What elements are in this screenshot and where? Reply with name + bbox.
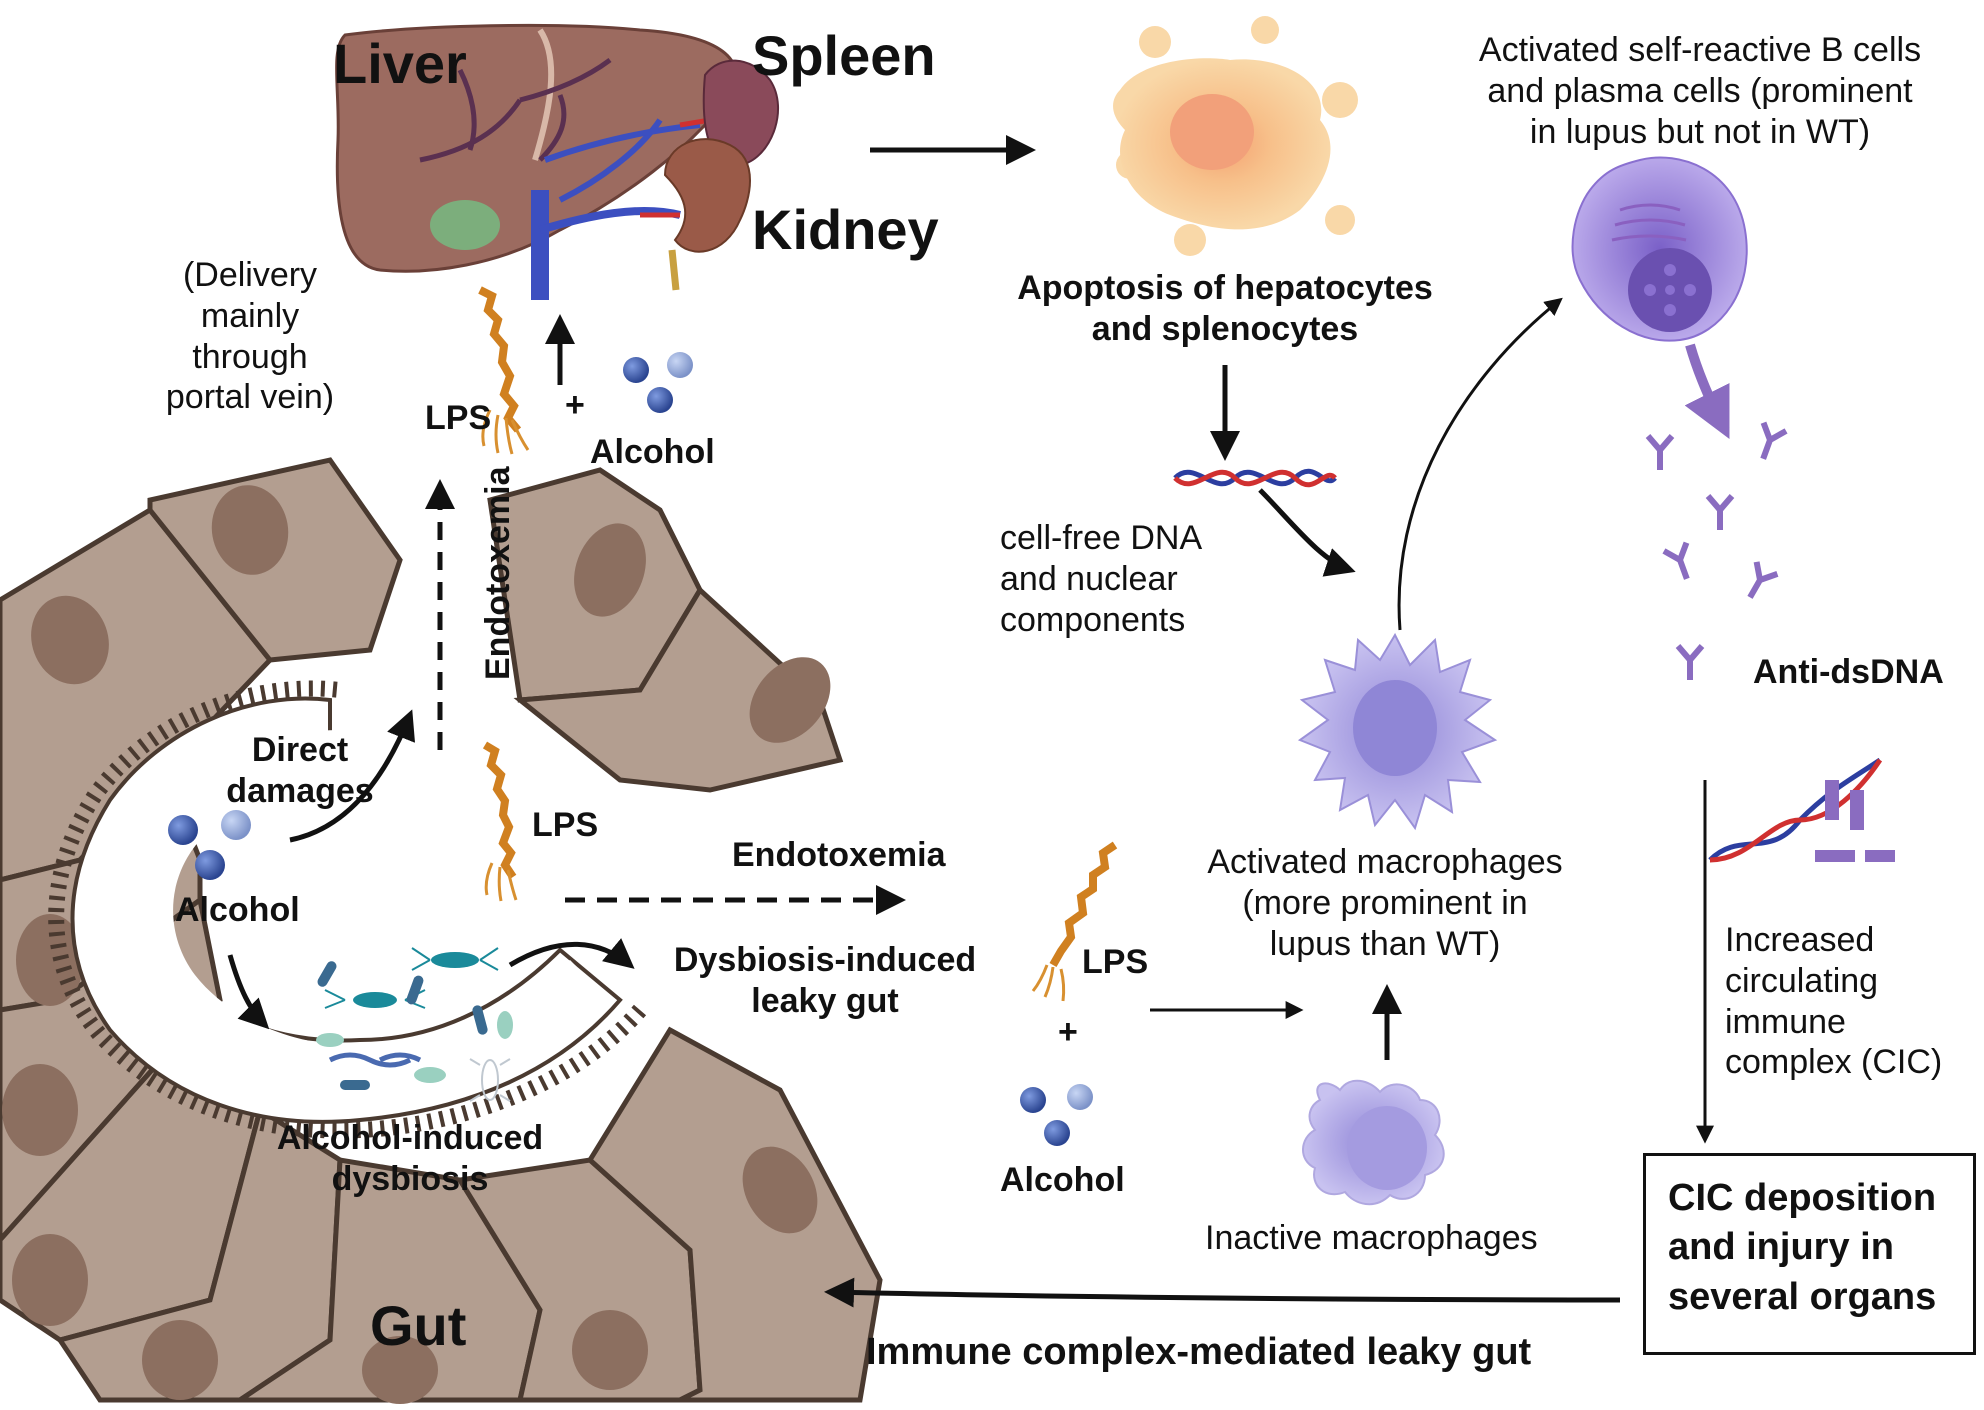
kidney-label: Kidney	[752, 198, 939, 261]
cic-increase-line-1: Increased	[1725, 921, 1875, 959]
activated-macrophage	[1297, 632, 1498, 831]
cic-deposition-line-3: several organs	[1668, 1275, 1937, 1318]
b-cells-line-1: Activated self-reactive B cells	[1478, 31, 1922, 69]
cic-deposition-label: CIC deposition and injury in several org…	[1668, 1174, 1968, 1322]
cic-deposition-box: CIC deposition and injury in several org…	[1643, 1153, 1976, 1355]
plasma-cell	[1571, 156, 1748, 342]
antibodies	[1645, 421, 1788, 680]
apoptotic-cell	[1113, 16, 1358, 256]
organs-illustration	[335, 23, 780, 300]
cell-free-dna-line-3: components	[1000, 600, 1186, 639]
alcohol-top-label: Alcohol	[590, 433, 715, 471]
direct-damages-line-2: damages	[226, 771, 374, 810]
direct-damages-label: Direct damages	[220, 730, 380, 812]
endotoxemia-vertical-label: Endotoxemia	[479, 466, 517, 680]
delivery-label: (Delivery mainly through portal vein)	[140, 255, 360, 418]
delivery-line-4: portal vein)	[165, 378, 335, 417]
cic-increase-label: Increased circulating immune complex (CI…	[1725, 920, 1942, 1083]
cic-increase-line-3: immune	[1725, 1002, 1846, 1041]
anti-dsdna-label: Anti-dsDNA	[1753, 653, 1944, 691]
b-cells-line-3: in lupus but not in WT)	[1529, 112, 1871, 151]
alcohol-induced-dysbiosis-line-2: dysbiosis	[331, 1159, 489, 1198]
cell-free-dna-label: cell-free DNA and nuclear components	[1000, 518, 1202, 640]
activated-macrophages-line-3: lupus than WT)	[1269, 924, 1501, 963]
gut-label: Gut	[370, 1294, 467, 1357]
gut-illustration	[0, 457, 883, 1404]
immune-complex	[1708, 757, 1895, 863]
alcohol-induced-dysbiosis-line-1: Alcohol-induced	[276, 1119, 544, 1157]
dysbiosis-leaky-gut-line-2: leaky gut	[751, 981, 899, 1020]
alcohol-molecules	[168, 352, 1093, 1146]
apoptosis-line-1: Apoptosis of hepatocytes	[1017, 269, 1433, 307]
plasma-arrow	[1684, 343, 1730, 439]
spleen-label: Spleen	[752, 24, 936, 87]
plus-top-label: +	[565, 386, 585, 424]
cell-free-dna-line-2: and nuclear	[1000, 559, 1178, 598]
dysbiosis-leaky-gut-label: Dysbiosis-induced leaky gut	[655, 940, 995, 1022]
activated-macrophages-label: Activated macrophages (more prominent in…	[1175, 842, 1595, 964]
liver-label: Liver	[333, 32, 467, 95]
cic-increase-line-4: complex (CIC)	[1725, 1043, 1943, 1082]
bacteria-cluster	[316, 947, 513, 1102]
inactive-macrophages-label: Inactive macrophages	[1205, 1219, 1538, 1257]
apoptosis-line-2: and splenocytes	[1091, 309, 1359, 348]
direct-damages-line-1: Direct	[251, 731, 349, 769]
dysbiosis-leaky-gut-line-1: Dysbiosis-induced	[673, 941, 977, 979]
delivery-line-2: mainly	[200, 296, 300, 335]
cic-deposition-line-1: CIC deposition	[1668, 1177, 1937, 1219]
alcohol-mid-label: Alcohol	[1000, 1161, 1125, 1199]
lps-mid-label: LPS	[1082, 943, 1149, 981]
b-cells-line-2: and plasma cells (prominent	[1487, 71, 1913, 110]
alcohol-induced-dysbiosis-label: Alcohol-induced dysbiosis	[260, 1118, 560, 1200]
alcohol-left-label: Alcohol	[175, 891, 300, 929]
inactive-macrophage	[1302, 1079, 1445, 1206]
cic-deposition-line-2: and injury in	[1668, 1226, 1894, 1269]
apoptosis-label: Apoptosis of hepatocytes and splenocytes	[1010, 268, 1440, 350]
lps-molecules	[478, 286, 1118, 1002]
plus-mid-label: +	[1058, 1013, 1078, 1051]
delivery-line-1: (Delivery	[182, 256, 318, 294]
immune-leaky-gut-label: Immune complex-mediated leaky gut	[866, 1331, 1532, 1373]
delivery-line-3: through	[192, 337, 308, 376]
lps-top-label: LPS	[425, 399, 492, 437]
lps-center-label: LPS	[532, 806, 599, 844]
dna-helix	[1173, 468, 1337, 488]
cell-free-dna-line-1: cell-free DNA	[1000, 519, 1203, 557]
activated-macrophages-line-2: (more prominent in	[1242, 883, 1528, 922]
cic-increase-line-2: circulating	[1725, 961, 1879, 1000]
arrows	[227, 135, 1714, 1308]
b-cells-label: Activated self-reactive B cells and plas…	[1430, 30, 1970, 152]
activated-macrophages-line-1: Activated macrophages	[1207, 843, 1563, 881]
endotoxemia-horizontal-label: Endotoxemia	[732, 836, 946, 874]
